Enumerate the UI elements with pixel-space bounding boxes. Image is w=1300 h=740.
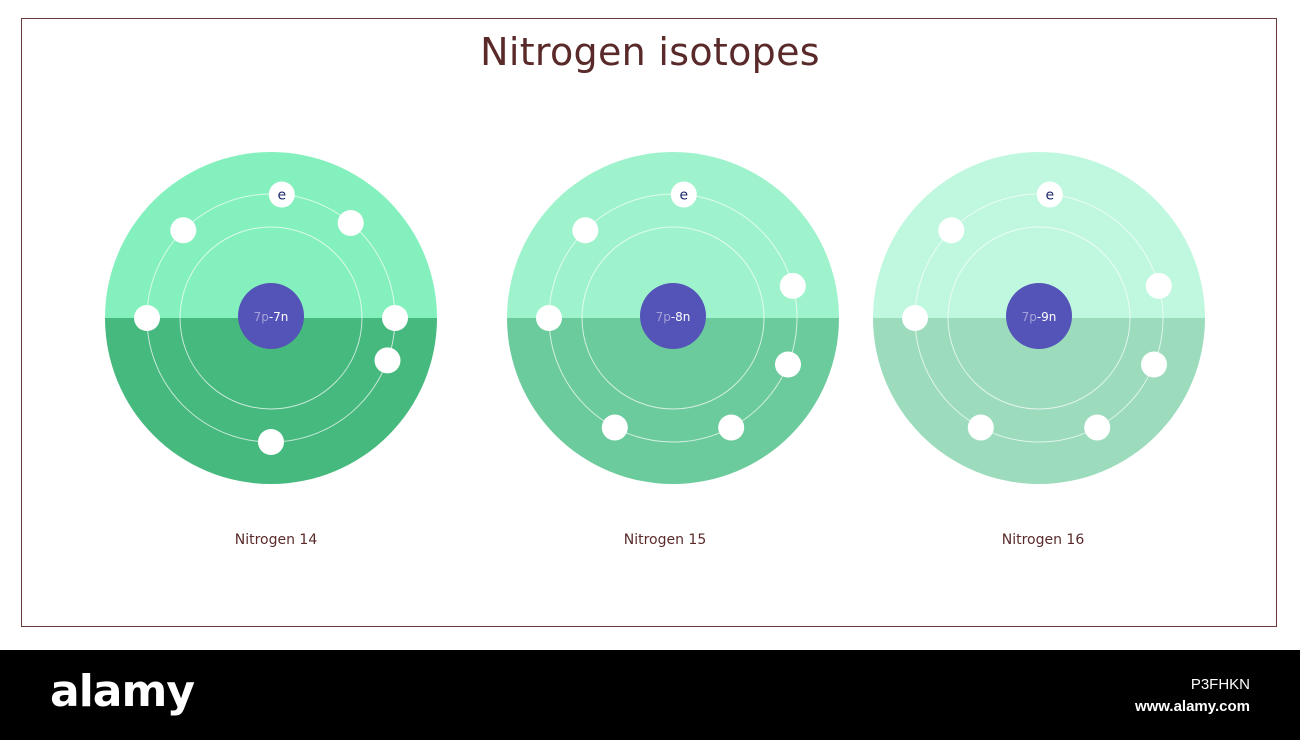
nucleus-label: 7p-9n [1022, 310, 1057, 324]
image-id: P3FHKN [1190, 676, 1250, 693]
atom-nitrogen-14: e 7p-7n [105, 152, 437, 484]
atom-nitrogen-16: e 7p-9n [873, 152, 1205, 484]
electron-symbol: e [1045, 188, 1054, 204]
electron [938, 217, 965, 244]
electron [170, 217, 197, 244]
electron [572, 217, 599, 244]
footer-bar: alamy P3FHKN www.alamy.com [0, 650, 1300, 740]
nucleus-neutrons: -9n [1037, 310, 1057, 324]
electron [134, 305, 160, 331]
electron [601, 414, 628, 441]
electron [536, 305, 562, 331]
electron [775, 351, 801, 378]
electron [967, 414, 994, 441]
electron [1141, 351, 1167, 378]
nucleus-neutrons: -8n [671, 310, 691, 324]
electron-symbol: e [679, 188, 688, 204]
electron [779, 272, 806, 299]
electron [1084, 414, 1111, 441]
electron-group: e [536, 181, 806, 441]
nucleus [1006, 283, 1072, 349]
nucleus-label: 7p-7n [254, 310, 289, 324]
brand-logo: alamy [50, 666, 195, 717]
electron [1036, 181, 1063, 208]
site-url: www.alamy.com [1134, 698, 1250, 715]
electron-group: e [134, 181, 408, 455]
electron [374, 347, 401, 374]
electron [337, 210, 364, 236]
atom-label: Nitrogen 15 [623, 532, 707, 548]
nucleus-protons: 7p [656, 310, 671, 324]
electron [382, 305, 408, 331]
nucleus-protons: 7p [254, 310, 269, 324]
inner-orbit [179, 226, 363, 410]
electron [902, 305, 928, 331]
diagram-title: Nitrogen isotopes [480, 30, 820, 74]
atom-nitrogen-15: e 7p-8n [507, 152, 839, 484]
electron [718, 414, 745, 441]
nucleus [640, 283, 706, 349]
inner-orbit [947, 226, 1131, 410]
atom-label: Nitrogen 14 [234, 532, 318, 548]
atom-diagram: e 7p-8n [507, 152, 839, 484]
nucleus-protons: 7p [1022, 310, 1037, 324]
atom-diagram: e 7p-7n [105, 152, 437, 484]
electron [670, 181, 697, 208]
atom-diagram: e 7p-9n [873, 152, 1205, 484]
electron [268, 181, 295, 208]
atom-label: Nitrogen 16 [1001, 532, 1085, 548]
nucleus [238, 283, 304, 349]
electron-group: e [902, 181, 1172, 441]
nucleus-neutrons: -7n [269, 310, 289, 324]
inner-orbit [581, 226, 765, 410]
nucleus-label: 7p-8n [656, 310, 691, 324]
electron [1145, 272, 1172, 299]
electron [258, 429, 284, 455]
electron-symbol: e [277, 188, 286, 204]
